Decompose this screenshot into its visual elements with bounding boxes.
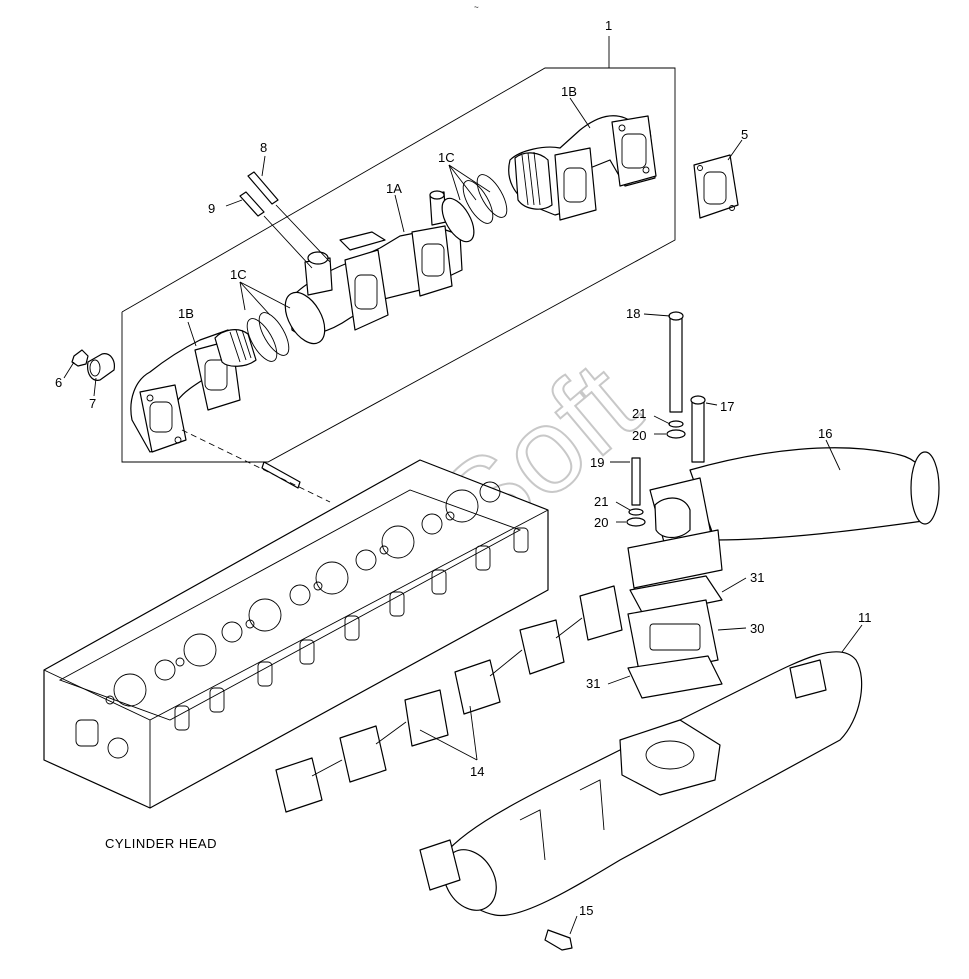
washer-21-upper bbox=[668, 420, 684, 428]
seal-rings-left bbox=[246, 312, 290, 362]
gasket-31-lower bbox=[627, 655, 723, 699]
bolt-18 bbox=[669, 317, 683, 413]
callout-6: 6 bbox=[55, 375, 62, 390]
callout-11: 11 bbox=[858, 610, 872, 625]
leader-lines bbox=[63, 36, 863, 935]
cylinder-head bbox=[43, 459, 549, 809]
seal-rings-right bbox=[462, 174, 508, 224]
stud-19 bbox=[631, 457, 641, 506]
callout-14: 14 bbox=[470, 764, 484, 779]
callout-16: 16 bbox=[818, 426, 832, 441]
callout-30: 30 bbox=[750, 621, 764, 636]
callout-8: 8 bbox=[260, 140, 267, 155]
gasket-31-upper bbox=[629, 575, 723, 617]
washer-20-upper bbox=[666, 429, 686, 439]
head-side-ports bbox=[75, 527, 529, 759]
bolt-15 bbox=[544, 929, 573, 951]
exhaust-elbow-and-pipe bbox=[627, 447, 940, 589]
callout-31-lower: 31 bbox=[586, 676, 600, 691]
callout-20-upper: 20 bbox=[632, 428, 646, 443]
callout-5: 5 bbox=[741, 127, 748, 142]
callout-15: 15 bbox=[579, 903, 593, 918]
callout-1B-left: 1B bbox=[178, 306, 194, 321]
callout-17: 17 bbox=[720, 399, 734, 414]
callout-1C-left: 1C bbox=[230, 267, 247, 282]
callout-7: 7 bbox=[89, 396, 96, 411]
callout-9: 9 bbox=[208, 201, 215, 216]
callout-1: 1 bbox=[605, 18, 612, 33]
exhaust-manifold-assembly bbox=[71, 67, 739, 503]
adapter-and-gaskets bbox=[627, 575, 723, 699]
callout-19: 19 bbox=[590, 455, 604, 470]
top-mark: ~ bbox=[474, 3, 479, 12]
nut-and-spacer bbox=[71, 349, 115, 381]
assembly-frame bbox=[121, 67, 676, 463]
callout-21-upper: 21 bbox=[632, 406, 646, 421]
washer-21-lower bbox=[628, 508, 644, 516]
washer-20-lower bbox=[626, 517, 646, 527]
callout-labels: 1 1A 1B 1B 1C 1C 5 6 7 8 9 11 14 15 16 1… bbox=[55, 18, 872, 918]
head-top-details bbox=[105, 481, 501, 707]
callout-1C-right: 1C bbox=[438, 150, 455, 165]
callout-21-lower: 21 bbox=[594, 494, 608, 509]
callout-1A: 1A bbox=[386, 181, 402, 196]
callout-18: 18 bbox=[626, 306, 640, 321]
callout-31-upper: 31 bbox=[750, 570, 764, 585]
callout-1B-right: 1B bbox=[561, 84, 577, 99]
bolt-17 bbox=[691, 399, 705, 463]
exhaust-manifold-lower bbox=[419, 651, 863, 917]
gasket-5 bbox=[693, 154, 739, 219]
manifold-section-center bbox=[284, 190, 475, 345]
callout-20-lower: 20 bbox=[594, 515, 608, 530]
studs bbox=[239, 171, 331, 269]
guide-stud bbox=[261, 461, 301, 489]
manifold-gaskets bbox=[275, 585, 623, 813]
cylinder-head-caption: CYLINDER HEAD bbox=[105, 836, 217, 851]
manifold-section-left bbox=[130, 329, 257, 453]
fasteners-17-21 bbox=[626, 311, 706, 527]
manifold-section-right bbox=[508, 115, 657, 221]
adapter-30 bbox=[627, 599, 719, 677]
